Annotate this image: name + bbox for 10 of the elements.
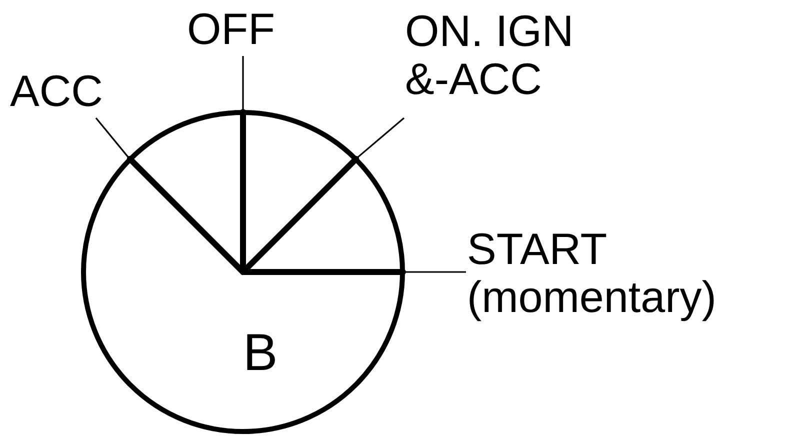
leader-line bbox=[357, 117, 405, 158]
position-label: ON. IGN &-ACC bbox=[405, 8, 595, 105]
leader-line bbox=[405, 271, 466, 273]
position-label: ACC bbox=[10, 68, 140, 116]
position-label: OFF bbox=[187, 6, 307, 54]
leader-line bbox=[242, 56, 244, 110]
dial-letter: B bbox=[243, 327, 278, 379]
leader-line bbox=[95, 118, 130, 158]
position-label: START (momentary) bbox=[467, 226, 797, 323]
switch-dial bbox=[81, 110, 405, 434]
